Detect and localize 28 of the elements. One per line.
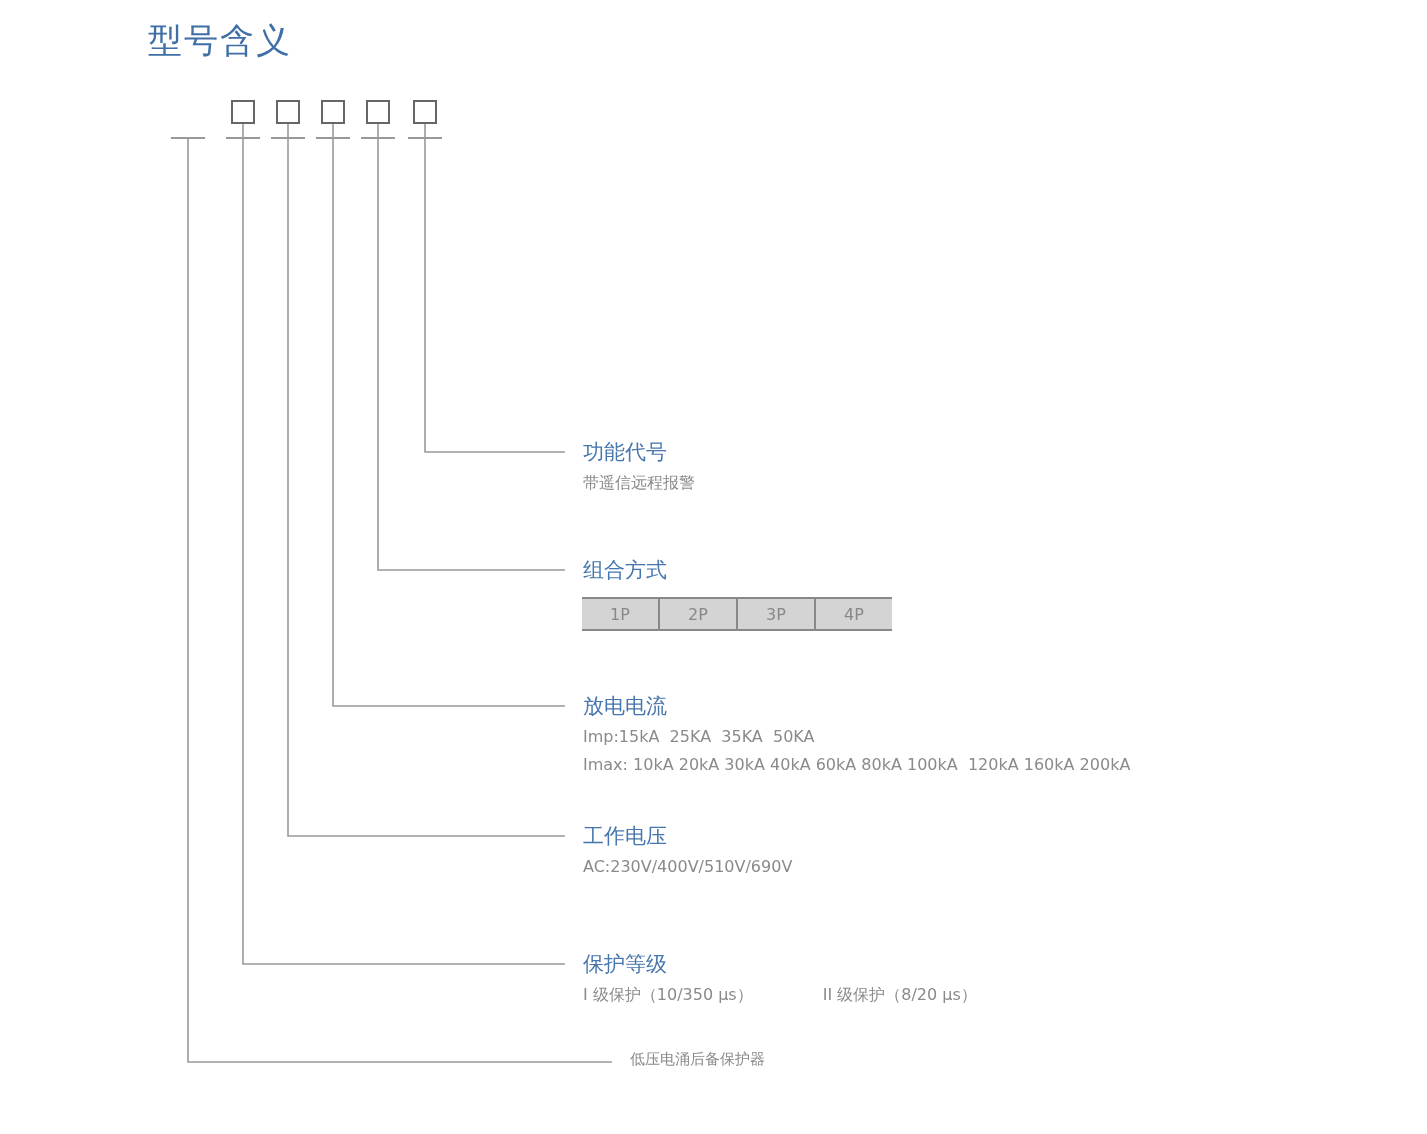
description-text: 带遥信远程报警 — [583, 472, 695, 494]
blank-box — [413, 100, 437, 124]
leader-line — [242, 123, 566, 965]
description-text: 低压电涌后备保护器 — [630, 1049, 765, 1070]
title: 型号含义 — [148, 19, 292, 62]
leader-line — [287, 123, 566, 837]
heading: 组合方式 — [583, 557, 667, 584]
description-text: II 级保护（8/20 μs） — [822, 984, 977, 1006]
table-cell: 2P — [658, 599, 736, 629]
blank-box — [321, 100, 345, 124]
blank-box — [231, 100, 255, 124]
heading: 功能代号 — [583, 439, 668, 466]
table-cell: 1P — [582, 599, 658, 629]
leader-line — [332, 123, 566, 707]
blank-box — [366, 100, 390, 124]
leader-line — [377, 123, 566, 571]
leader-line — [424, 123, 566, 453]
heading: 保护等级 — [583, 951, 668, 978]
leader-line — [187, 137, 613, 1063]
description-text: AC:230V/400V/510V/690V — [583, 856, 793, 878]
description-text: I 级保护（10/350 μs） — [583, 984, 753, 1006]
description-text: Imax: 10kA 20kA 30kA 40kA 60kA 80kA 100kA 120kA 160kA 200kA — [583, 754, 1131, 776]
heading: 工作电压 — [583, 823, 668, 850]
table-cell: 4P — [814, 599, 892, 629]
blank-box — [276, 100, 300, 124]
description-text: Imp:15kA 25KA 35KA 50KA — [583, 726, 816, 748]
table-cell: 3P — [736, 599, 814, 629]
heading: 放电电流 — [583, 693, 668, 720]
